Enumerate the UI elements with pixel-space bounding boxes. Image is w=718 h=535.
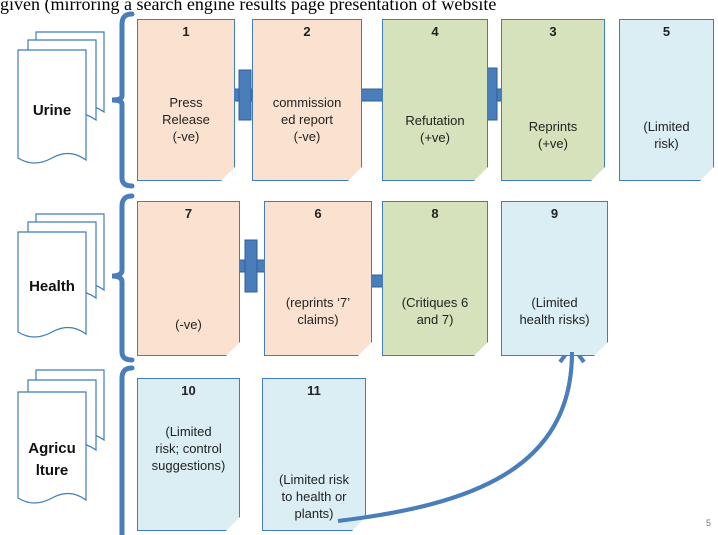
row-label-health: Health bbox=[29, 278, 75, 295]
doc-line: (reprints ‘7’ bbox=[285, 295, 351, 310]
doc-card-5: 5 (Limited risk) bbox=[619, 19, 714, 181]
doc-line: claims) bbox=[297, 312, 339, 327]
doc-line: commission bbox=[272, 95, 342, 110]
doc-line: to health or bbox=[281, 489, 347, 504]
doc-card-4: 4 Refutation (+ve) bbox=[382, 19, 488, 181]
doc-number: 6 bbox=[314, 206, 322, 221]
doc-card-7: 7 (-ve) bbox=[137, 201, 240, 356]
doc-line: ed report bbox=[280, 112, 334, 127]
urine-doc-stack-icon bbox=[17, 31, 105, 164]
doc-line: Release bbox=[162, 112, 210, 127]
doc-line: plants) bbox=[294, 506, 334, 521]
row-label-agriculture-line-1: Agricu bbox=[28, 440, 76, 457]
doc-number: 4 bbox=[431, 24, 439, 39]
doc-card-11: 11 (Limited risk to health or plants) bbox=[262, 378, 366, 531]
doc-line: risk) bbox=[654, 136, 679, 151]
doc-card-10: 10 (Limited risk; control suggestions) bbox=[137, 378, 240, 531]
doc-line: suggestions) bbox=[151, 458, 226, 473]
doc-line: Refutation bbox=[405, 113, 465, 128]
doc-line: risk; control bbox=[155, 441, 222, 456]
doc-line: Press bbox=[169, 95, 203, 110]
doc-card-6: 6 (reprints ‘7’ claims) bbox=[264, 201, 372, 356]
row-label-urine: Urine bbox=[32, 102, 72, 119]
row-label-agriculture: Agricu lture bbox=[18, 438, 86, 482]
doc-number: 11 bbox=[307, 383, 321, 398]
doc-line: (-ve) bbox=[293, 129, 321, 144]
row-brackets bbox=[111, 11, 135, 535]
doc-number: 8 bbox=[431, 206, 439, 221]
doc-line: (Limited bbox=[165, 424, 212, 439]
health-doc-stack-icon bbox=[17, 213, 105, 338]
doc-line: health risks) bbox=[519, 312, 590, 327]
doc-line: (-ve) bbox=[172, 129, 200, 144]
doc-line: and 7) bbox=[416, 312, 454, 327]
doc-number: 7 bbox=[184, 206, 193, 221]
doc-number: 10 bbox=[181, 383, 196, 398]
doc-line: (Critiques 6 bbox=[401, 295, 469, 310]
doc-number: 3 bbox=[549, 24, 557, 39]
doc-number: 1 bbox=[182, 24, 190, 39]
doc-number: 5 bbox=[662, 24, 671, 39]
caption-text: given (mirroring a search engine results… bbox=[0, 0, 497, 14]
doc-card-2: 2 commission ed report (-ve) bbox=[252, 19, 362, 181]
doc-number: 2 bbox=[303, 24, 311, 39]
doc-card-3: 3 Reprints (+ve) bbox=[501, 19, 605, 181]
corner-mark: 5 bbox=[706, 518, 712, 528]
doc-card-8: 8 (Critiques 6 and 7) bbox=[382, 201, 488, 356]
agriculture-doc-stack-icon bbox=[17, 369, 105, 504]
doc-line: (Limited bbox=[643, 119, 690, 134]
row-label-agriculture-line-2: lture bbox=[35, 462, 69, 479]
doc-line: (Limited risk bbox=[278, 472, 350, 487]
doc-line: Reprints bbox=[528, 119, 578, 134]
doc-card-1: 1 Press Release (-ve) bbox=[137, 19, 235, 181]
doc-line: (+ve) bbox=[538, 136, 568, 151]
doc-line: (Limited bbox=[531, 295, 578, 310]
doc-number: 9 bbox=[550, 206, 559, 221]
doc-line: (+ve) bbox=[420, 130, 450, 145]
doc-card-9: 9 (Limited health risks) bbox=[501, 201, 608, 356]
doc-line: (-ve) bbox=[175, 317, 202, 332]
